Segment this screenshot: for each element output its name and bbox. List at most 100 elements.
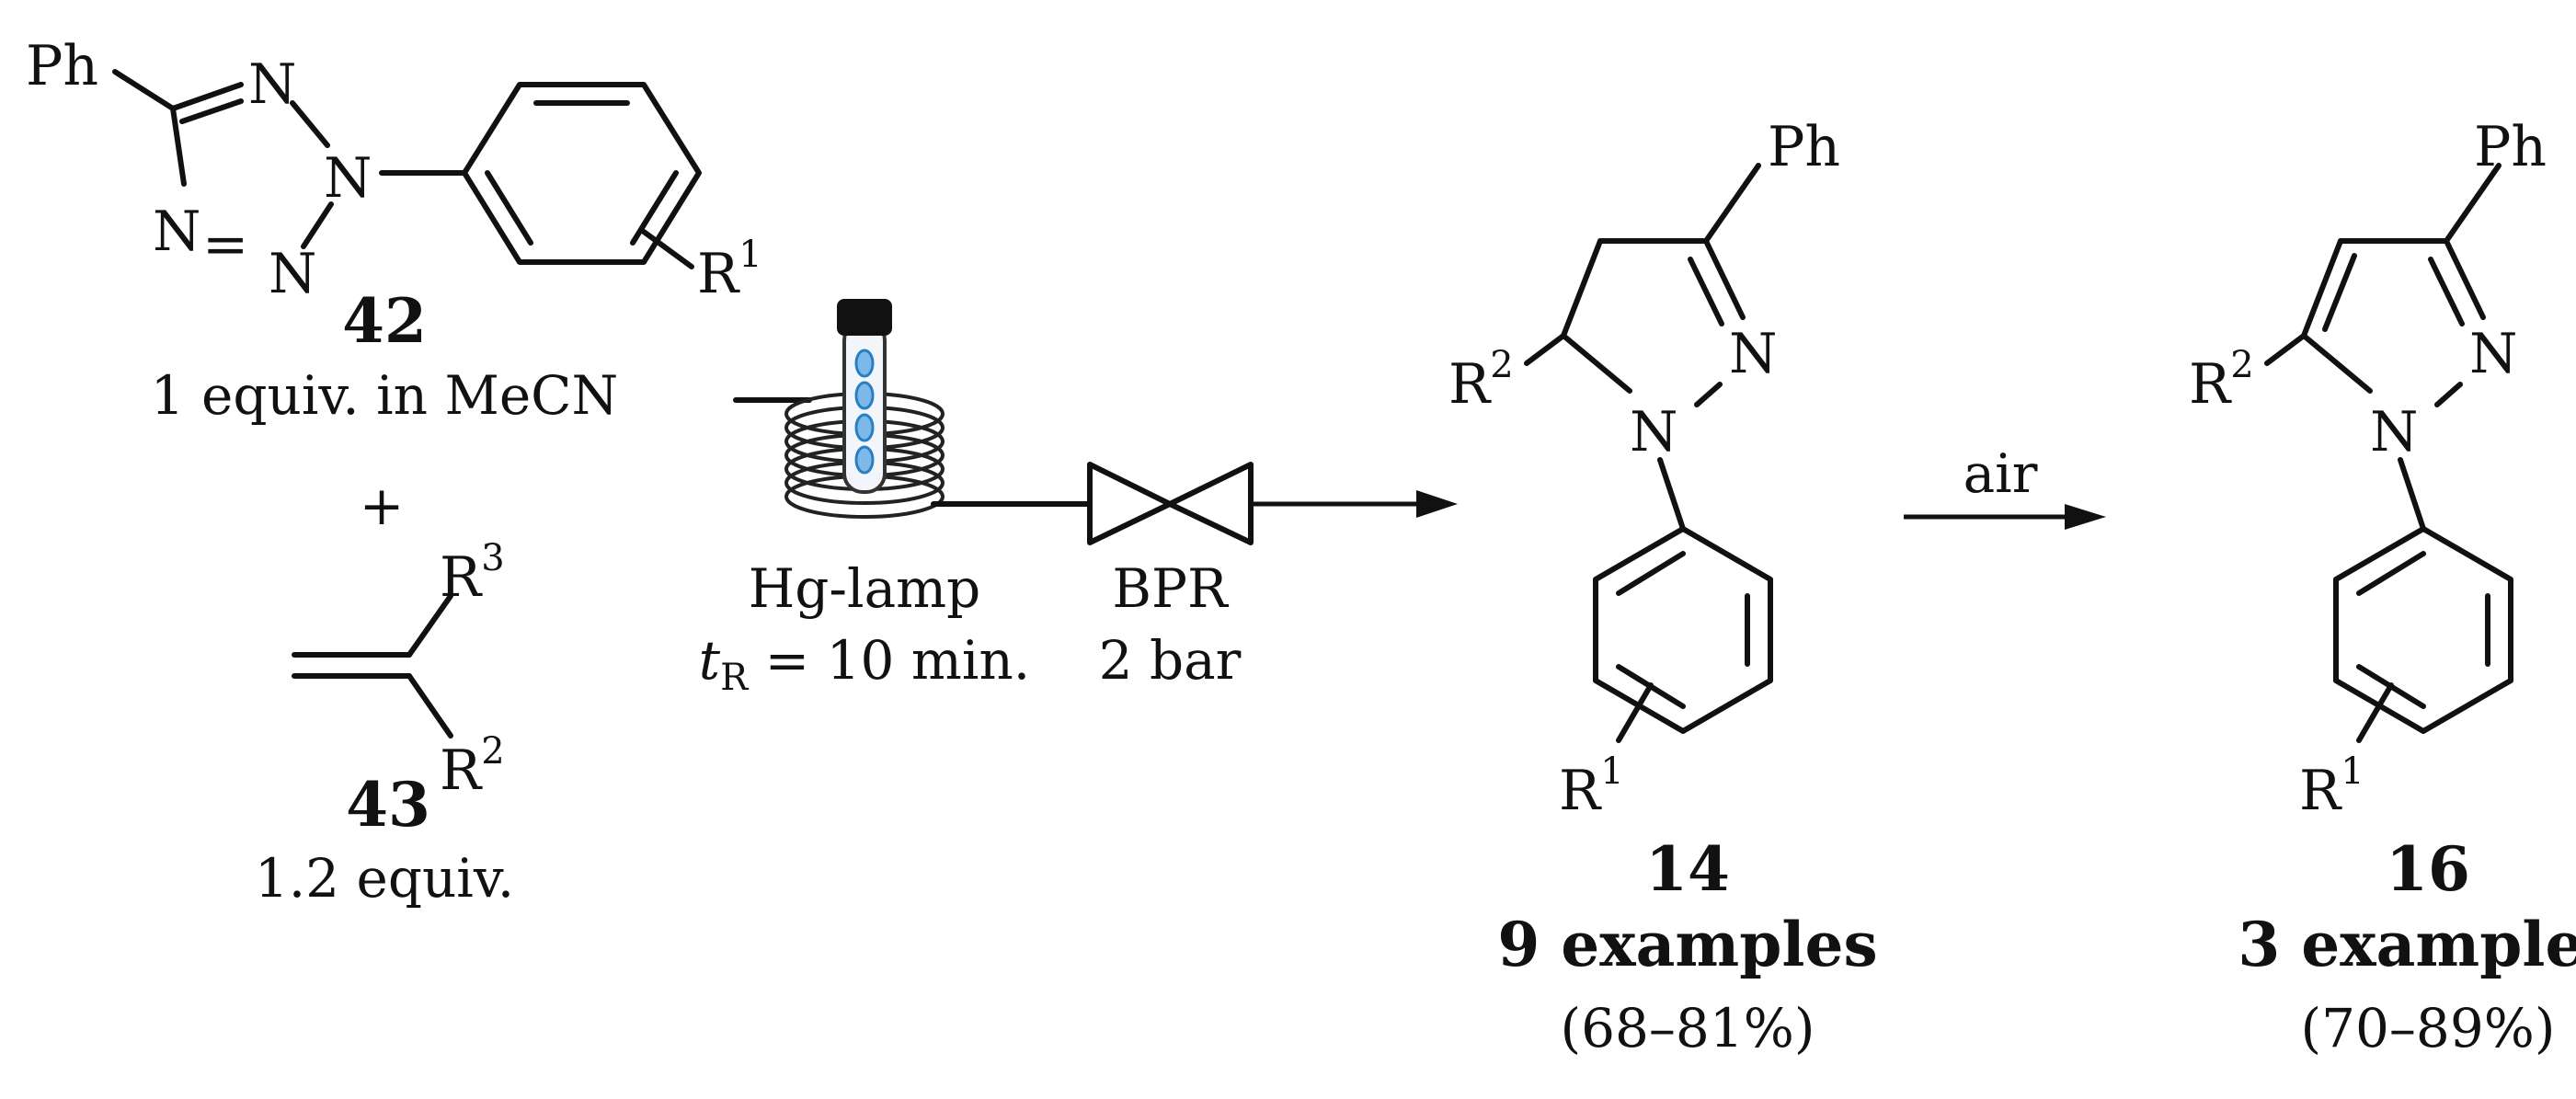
bond-alkene-r2 [406,673,453,738]
atom-r1-superscript: 1 [1600,750,1623,793]
aryl-ring-16-double-a [2356,551,2426,596]
aryl-ring-14-substituent [1616,682,1654,743]
atom-r2-superscript: 2 [2230,344,2253,386]
aryl-ring-16-substituent [2356,682,2394,743]
ring16-c5-c4 [2301,238,2343,338]
aryl-ring-14 [1593,526,1773,734]
compound-number-14: 14 [1645,833,1730,905]
ring14-c3-ph [1703,163,1761,244]
atom-r1-letter: R [1559,759,1602,823]
pyrazole-16: Ph N N R2 R1 16 3 examples (70–89%) [2189,115,2576,1059]
compound-number-16: 16 [2386,833,2470,905]
atom-ph: Ph [2474,115,2547,179]
ring16-n1-c5 [2301,333,2373,394]
atom-r2-superscript: 2 [481,730,504,773]
atom-r2: R2 [2189,344,2254,417]
bond-c5-n4 [170,106,187,187]
oxidation-step: air [1904,442,2106,530]
atom-r3-letter: R [440,545,483,610]
residence-time: tR = 10 min. [699,629,1031,699]
atom-r2-letter: R [2189,352,2232,417]
atom-r1-superscript: 1 [738,234,761,276]
atom-r2: R2 [1448,344,1514,417]
atom-ph: Ph [1768,115,1840,179]
ring16-c5-c4-double [2322,253,2357,332]
bond-aryl-r1 [641,229,694,269]
tetrazole-42: Ph N N N N = R1 42 1 equiv. in MeCN [26,34,762,427]
atom-r1: R1 [697,234,762,306]
residence-time-value: = 10 min. [748,629,1030,692]
atom-r1: R1 [2299,750,2364,823]
atom-n-right: N [2469,322,2518,386]
ring16-c5-r2 [2264,333,2307,366]
atom-r1-letter: R [2299,759,2342,823]
residence-time-t: t [699,629,721,692]
atom-r1: R1 [1559,750,1624,823]
bpr-label: BPR [1112,557,1230,620]
compound-number-42: 42 [342,285,427,357]
bond-c5-ph [112,69,176,111]
atom-r3-superscript: 3 [481,537,504,579]
ring14-n2-n1 [1694,382,1723,407]
ring14-c3-n2 [1703,238,1746,320]
atom-ph: Ph [26,34,98,98]
aryl-ring-16 [2333,526,2513,734]
main-reaction-arrowhead [1416,490,1458,518]
oxidation-label: air [1963,442,2038,505]
bond-c5-n1-double [179,98,244,124]
atom-n2: N [324,146,372,211]
aryl-ring-42-double-c [485,170,533,246]
aryl-ring-42 [462,82,702,265]
bond-alkene-r3 [406,593,453,658]
atom-n-right: N [1729,322,1778,386]
bond-c5-n1 [170,82,244,111]
atom-r2-superscript: 2 [1490,344,1513,386]
atom-n-bottom: N [1630,400,1678,464]
lamp-label: Hg-lamp [749,557,981,620]
product-16-examples: 3 examples [2238,909,2576,980]
atom-r1-letter: R [697,242,740,306]
bond-n4-n3-double: = [202,212,248,277]
product-14-examples: 9 examples [1497,909,1877,980]
atom-n1: N [248,52,297,117]
atom-n4: N [153,200,201,264]
bpr-valve-right [1167,462,1254,545]
bond-n2-n3 [301,201,334,249]
aryl-ring-14-double-a [1616,551,1686,596]
reagent-43-amount: 1.2 equiv. [255,847,514,910]
ring14-n1-c5 [1561,333,1632,394]
atom-r2-letter: R [440,738,483,803]
ring14-n1-aryl [1657,457,1686,532]
ring16-c3-n2 [2444,238,2486,320]
product-14-yield: (68–81%) [1561,997,1815,1059]
atom-r3: R3 [440,537,505,610]
ring16-c3-ph [2444,163,2502,244]
bpr-valve-left [1087,462,1173,545]
ring14-c3-n2-double [1688,257,1724,326]
ring16-n1-aryl [2398,457,2426,532]
atom-n3: N [269,242,317,306]
atom-r2: R2 [440,730,505,803]
pyrazoline-14: Ph N N R2 R1 14 9 examples (68–81%) [1448,115,1878,1059]
photoreactor: Hg-lamp tR = 10 min. [699,299,1093,699]
ring16-c3-n2-double [2428,257,2465,326]
atom-r1-superscript: 1 [2341,750,2364,793]
atom-r2-letter: R [1448,352,1492,417]
ring16-n2-n1 [2434,382,2463,407]
alkene-43: R3 R2 43 1.2 equiv. [255,537,514,910]
reagent-42-amount: 1 equiv. in MeCN [151,364,619,427]
aryl-ring-42-double-b [630,170,679,246]
back-pressure-regulator: BPR 2 bar [1087,462,1458,692]
ring14-c5-c4 [1561,238,1603,338]
atom-n-bottom: N [2370,400,2419,464]
bpr-pressure: 2 bar [1099,629,1242,692]
bond-n1-n2 [290,100,330,148]
lamp-cap [837,299,892,336]
oxidation-arrowhead [2065,504,2106,530]
product-16-yield: (70–89%) [2301,997,2556,1059]
lamp-glow [854,349,875,475]
ring14-c5-r2 [1524,333,1566,366]
plus-sign: + [360,475,405,537]
compound-number-43: 43 [346,769,430,841]
